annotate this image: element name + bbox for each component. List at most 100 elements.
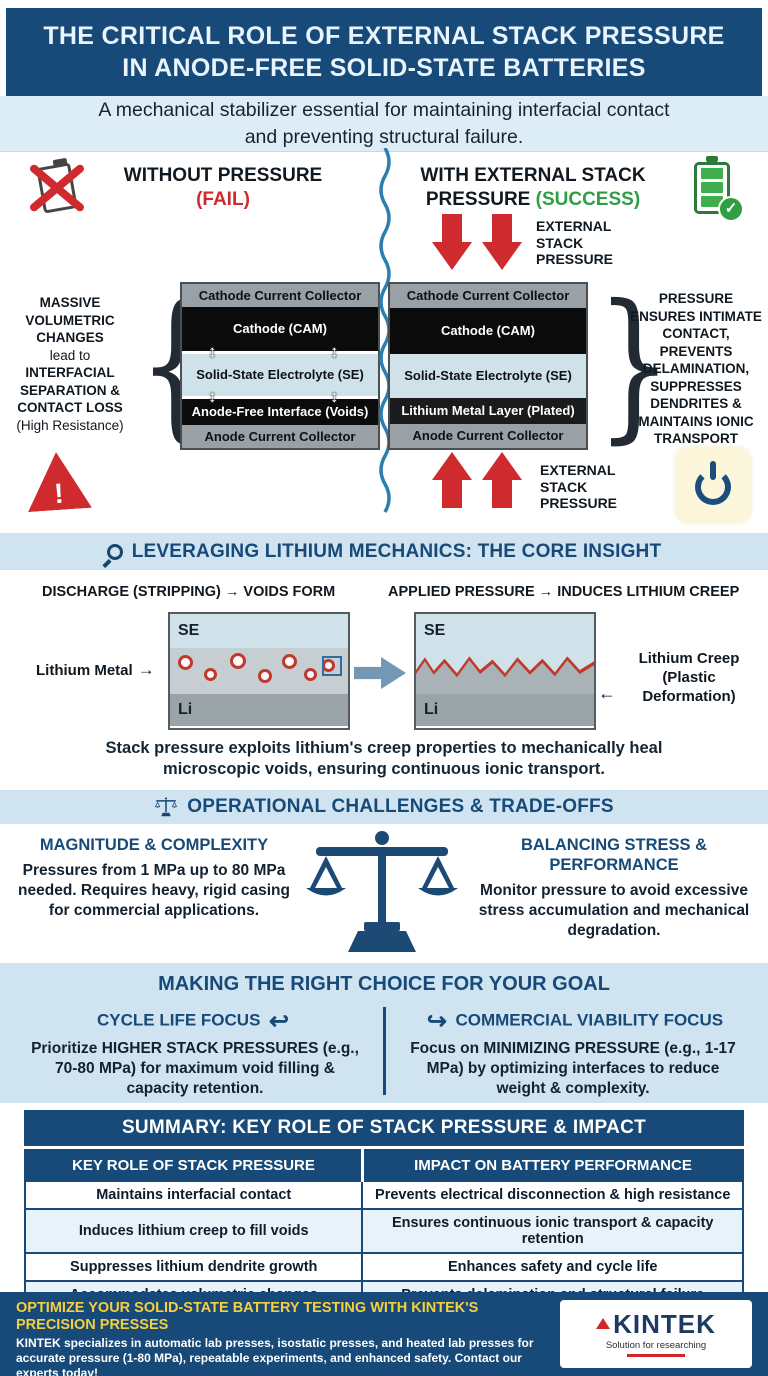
void-circle <box>304 668 317 681</box>
layer-cathode-collector: Cathode Current Collector <box>182 284 378 307</box>
magnitude-block: MAGNITUDE & COMPLEXITY Pressures from 1 … <box>18 836 290 921</box>
check-icon: ✓ <box>718 196 744 222</box>
void-circle <box>258 669 272 683</box>
arrow-right-icon: → <box>137 660 155 679</box>
lithium-metal-callout: Lithium Metal → <box>36 660 155 680</box>
commercial-title: COMMERCIAL VIABILITY FOCUS <box>455 1010 724 1030</box>
voids-diagram: SE Li <box>168 612 350 730</box>
separation-arrow-icon: ↕ <box>208 387 217 406</box>
challenges-heading: OPERATIONAL CHALLENGES & TRADE-OFFS <box>187 796 614 817</box>
choice-section: MAKING THE RIGHT CHOICE FOR YOUR GOAL CY… <box>0 963 768 1103</box>
fail-label: (FAIL) <box>196 188 250 210</box>
commercial-text: Focus on MINIMIZING PRESSURE (e.g., 1-17… <box>410 1040 736 1098</box>
comparison-section: WITHOUT PRESSURE (FAIL) WITH EXTERNAL ST… <box>0 148 768 533</box>
balancing-block: BALANCING STRESS & PERFORMANCE Monitor p… <box>478 836 750 941</box>
title-line-1: THE CRITICAL ROLE OF EXTERNAL STACK PRES… <box>43 21 725 50</box>
challenges-heading-band: OPERATIONAL CHALLENGES & TRADE-OFFS <box>0 790 768 824</box>
cell-stack-with-pressure: Cathode Current Collector Cathode (CAM) … <box>388 282 588 450</box>
void-circle <box>178 655 193 670</box>
warning-triangle-icon: ! <box>24 450 92 512</box>
logo-accent-icon <box>596 1318 611 1329</box>
void-circle <box>282 654 297 669</box>
separation-arrow-icon: ↕ <box>330 342 339 361</box>
caption-line-2: microscopic voids, ensuring continuous i… <box>163 760 605 779</box>
footer-headline: OPTIMIZE YOUR SOLID-STATE BATTERY TESTIN… <box>16 1300 479 1333</box>
magnitude-title: MAGNITUDE & COMPLEXITY <box>39 836 269 854</box>
cell-stack-without-pressure: Cathode Current Collector Cathode (CAM) … <box>180 282 380 450</box>
choice-divider <box>383 1007 386 1095</box>
layer-solid-electrolyte: Solid-State Electrolyte (SE) <box>182 354 378 396</box>
footer: OPTIMIZE YOUR SOLID-STATE BATTERY TESTIN… <box>0 1292 768 1376</box>
logo-tagline: Solution for researching <box>605 1340 707 1351</box>
cell-role-3: Suppresses lithium dendrite growth <box>23 1252 364 1282</box>
cell-role-2: Induces lithium creep to fill voids <box>23 1208 364 1254</box>
zoom-arrow-icon <box>354 657 406 689</box>
cell-impact-3: Enhances safety and cycle life <box>361 1252 744 1282</box>
summary-section: SUMMARY: KEY ROLE OF STACK PRESSURE & IM… <box>23 1110 744 1310</box>
scales-icon <box>154 797 178 817</box>
table-row: Maintains interfacial contact Prevents e… <box>23 1180 744 1210</box>
kintek-logo: KINTEK Solution for researching <box>560 1300 752 1368</box>
without-pressure-heading: WITHOUT PRESSURE (FAIL) <box>108 164 338 212</box>
healthy-battery-icon: ✓ <box>682 154 746 222</box>
layer-cathode-cam: Cathode (CAM) <box>182 307 378 351</box>
charge-bar <box>701 196 723 207</box>
column-impact: IMPACT ON BATTERY PERFORMANCE <box>361 1149 744 1182</box>
note-high-resistance: (High Resistance) <box>16 417 124 433</box>
page-title: THE CRITICAL ROLE OF EXTERNAL STACK PRES… <box>6 8 762 96</box>
logo-red-bar <box>627 1354 685 1357</box>
summary-heading: SUMMARY: KEY ROLE OF STACK PRESSURE & IM… <box>24 1110 744 1146</box>
with-pressure-heading: WITH EXTERNAL STACK PRESSURE (SUCCESS) <box>406 164 660 212</box>
battery-cap <box>706 156 718 162</box>
curved-arrow-right-icon: ↪ <box>426 1008 448 1035</box>
commercial-block: ↪ COMMERCIAL VIABILITY FOCUS Focus on MI… <box>404 1007 742 1099</box>
pressure-up-arrow-icon <box>482 452 522 508</box>
failed-battery-icon <box>24 156 90 218</box>
applied-pressure-label: APPLIED PRESSURE → INDUCES LITHIUM CREEP <box>388 584 740 600</box>
success-label: (SUCCESS) <box>535 188 641 210</box>
title-line-2: IN ANODE-FREE SOLID-STATE BATTERIES <box>122 54 646 82</box>
arrow-left-icon: ← <box>598 683 616 703</box>
without-pressure-title: WITHOUT PRESSURE <box>123 165 323 186</box>
cycle-life-text: Prioritize HIGHER STACK PRESSURES (e.g.,… <box>31 1040 359 1098</box>
failure-note: MASSIVE VOLUMETRIC CHANGES lead to INTER… <box>4 294 136 434</box>
right-brace-icon: } <box>596 271 673 460</box>
li-band-label: Li <box>170 694 348 726</box>
li-band-label: Li <box>416 694 594 726</box>
balance-scale-icon <box>306 831 458 952</box>
footer-text-block: OPTIMIZE YOUR SOLID-STATE BATTERY TESTIN… <box>16 1300 546 1376</box>
subtitle-line-1: A mechanical stabilizer essential for ma… <box>98 99 670 122</box>
insight-caption: Stack pressure exploits lithium's creep … <box>0 738 768 781</box>
void-circle <box>204 668 217 681</box>
zoom-region-box <box>322 656 342 676</box>
cycle-life-block: CYCLE LIFE FOCUS ↩ Prioritize HIGHER STA… <box>26 1007 364 1099</box>
balancing-title: BALANCING STRESS & PERFORMANCE <box>520 836 708 874</box>
balancing-text: Monitor pressure to avoid excessive stre… <box>478 881 750 939</box>
table-row: Induces lithium creep to fill voids Ensu… <box>23 1208 744 1254</box>
lithium-creep-callout: ← Lithium Creep (Plastic Deformation) <box>598 650 764 706</box>
power-bar <box>710 461 716 480</box>
pressure-down-arrow-icon <box>482 214 522 270</box>
column-key-role: KEY ROLE OF STACK PRESSURE <box>23 1149 364 1182</box>
subtitle: A mechanical stabilizer essential for ma… <box>0 96 768 152</box>
separation-arrow-icon: ↕ <box>330 387 339 406</box>
summary-header-row: KEY ROLE OF STACK PRESSURE IMPACT ON BAT… <box>23 1149 744 1182</box>
note-separation: INTERFACIAL SEPARATION & CONTACT LOSS <box>17 365 123 416</box>
curved-arrow-left-icon: ↩ <box>268 1008 289 1035</box>
se-band-label: SE <box>416 614 594 648</box>
success-note: PRESSURE ENSURES INTIMATE CONTACT, PREVE… <box>630 291 762 447</box>
charge-bar <box>701 182 723 193</box>
cell-impact-1: Prevents electrical disconnection & high… <box>361 1180 744 1210</box>
table-row: Suppresses lithium dendrite growth Enhan… <box>23 1252 744 1282</box>
lithium-creep-label: Lithium Creep (Plastic Deformation) <box>638 650 740 705</box>
choice-heading: MAKING THE RIGHT CHOICE FOR YOUR GOAL <box>158 973 610 995</box>
discharge-label: DISCHARGE (STRIPPING) → VOIDS FORM <box>42 584 336 600</box>
lithium-with-voids <box>170 648 348 694</box>
power-button-icon <box>676 448 750 522</box>
layer-cathode-collector: Cathode Current Collector <box>390 284 586 308</box>
caption-line-1: Stack pressure exploits lithium's creep … <box>105 739 663 757</box>
creep-diagram: SE Li <box>414 612 596 730</box>
magnitude-text: Pressures from 1 MPa up to 80 MPa needed… <box>18 861 290 920</box>
separation-arrow-icon: ↕ <box>208 342 217 361</box>
